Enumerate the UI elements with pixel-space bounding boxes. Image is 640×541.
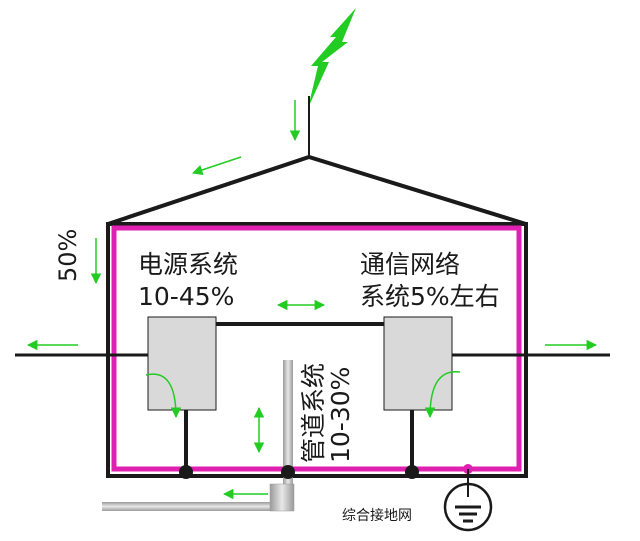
junction-power	[179, 465, 193, 479]
building-outer-wall	[106, 222, 528, 478]
label-comm-name-2: 系统5%左右	[360, 282, 500, 311]
label-lightning-share: 50%	[54, 229, 82, 282]
building-roof	[107, 154, 527, 226]
label-power-name: 电源系统	[138, 250, 238, 279]
label-power-share: 10-45%	[138, 282, 234, 311]
junction-pipe	[281, 465, 295, 479]
label-pipe-name: 管道系统	[299, 363, 328, 463]
lightning-bolt-icon	[308, 8, 356, 108]
label-pipe-share: 10-30%	[326, 367, 355, 463]
ground-symbol-icon	[443, 469, 493, 532]
shield-ring	[111, 225, 522, 472]
pipe-elbow	[269, 483, 295, 512]
comm-equipment-box	[383, 316, 453, 411]
pipe-vertical	[283, 360, 293, 493]
power-equipment-box	[147, 316, 217, 411]
arrow-comm-internal	[424, 371, 461, 419]
label-comm-name-1: 通信网络	[360, 250, 460, 279]
arrow-roof-down-left	[192, 156, 242, 175]
label-ground-name: 综合接地网	[342, 507, 412, 524]
junction-comm	[405, 465, 419, 479]
arrow-power-internal	[145, 373, 182, 419]
pipe-horizontal	[102, 502, 288, 511]
